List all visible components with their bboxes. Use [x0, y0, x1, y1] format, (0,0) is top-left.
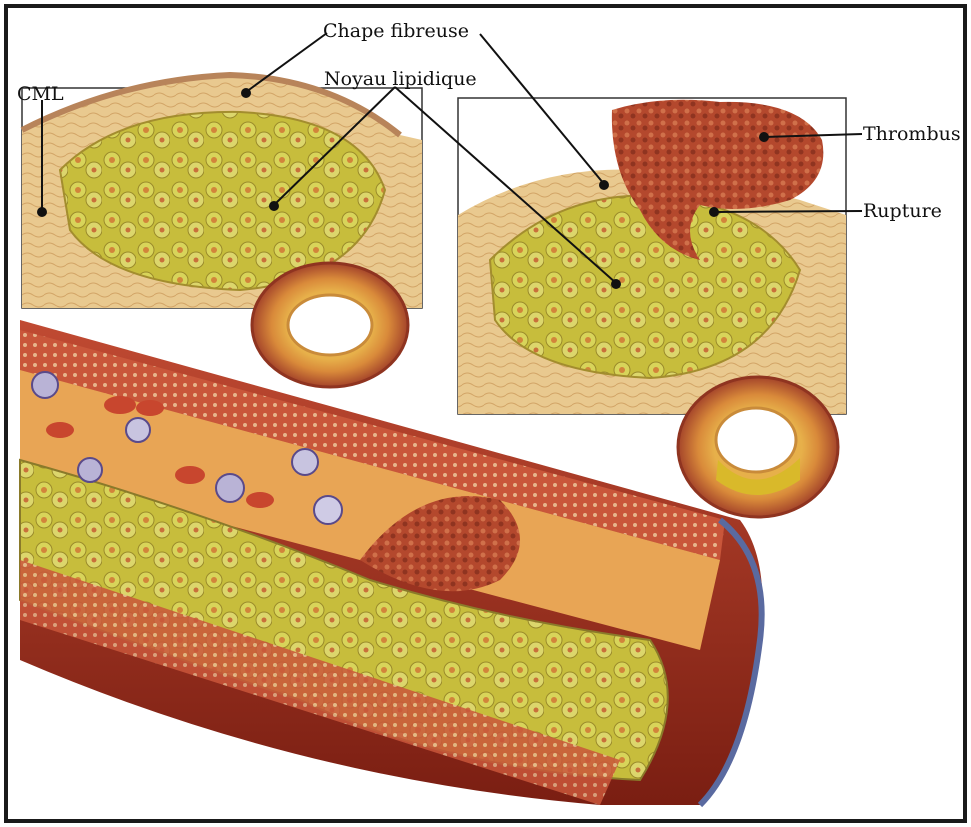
label-cml: CML — [17, 83, 64, 105]
red-blood-cell — [46, 422, 74, 438]
cross-section-ruptured — [678, 377, 838, 517]
red-blood-cell — [175, 466, 205, 484]
blood-cell — [292, 449, 318, 475]
blood-cell — [32, 372, 58, 398]
blood-cell — [314, 496, 342, 524]
blood-cell — [126, 418, 150, 442]
cml-dot — [37, 207, 47, 217]
chape-dot-right — [599, 180, 609, 190]
red-blood-cell — [104, 396, 136, 414]
blood-cell — [216, 474, 244, 502]
rupture-leader — [714, 211, 862, 212]
rupture-dot — [709, 207, 719, 217]
ruptured-plaque-panel — [458, 98, 846, 414]
label-chape-fibreuse: Chape fibreuse — [323, 20, 469, 42]
cross-section-stable — [252, 263, 408, 387]
noyau-dot-right — [611, 279, 621, 289]
red-blood-cell — [136, 400, 164, 416]
thrombus-dot — [759, 132, 769, 142]
red-blood-cell — [246, 492, 274, 508]
label-noyau-lipidique: Noyau lipidique — [324, 68, 477, 90]
noyau-dot-left — [269, 201, 279, 211]
chape-dot-left — [241, 88, 251, 98]
blood-cell — [78, 458, 102, 482]
label-rupture: Rupture — [863, 200, 942, 222]
label-thrombus: Thrombus — [863, 123, 961, 145]
